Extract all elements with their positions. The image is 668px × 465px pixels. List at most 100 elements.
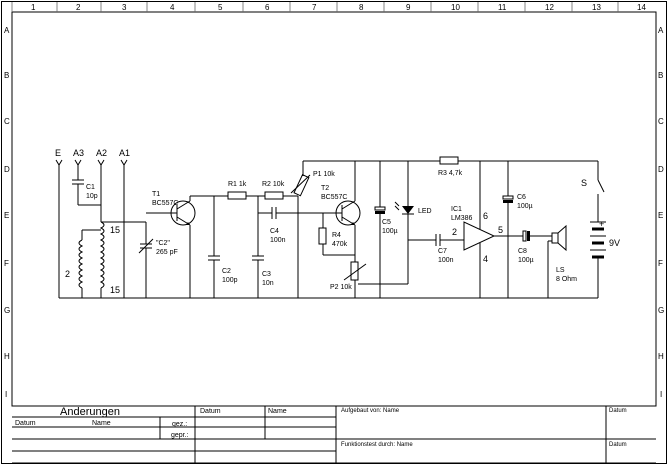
date-header: Datum [200,408,221,415]
col-7: 7 [312,3,317,12]
capacitor-c8: C8 100µ [518,230,552,264]
p1-label: P1 10k [313,171,335,178]
battery-voltage: 9V [609,238,620,248]
terminal-a1-label: A1 [119,148,130,158]
row-e-left: E [4,211,9,220]
switch-s: S [581,161,605,222]
datum-right-top: Datum [609,408,627,414]
c2-ref: C2 [222,268,231,275]
row-d-left: D [4,165,10,174]
ic1-pin-5: 5 [498,225,503,235]
capacitor-c6: C6 100µ [502,161,533,298]
c3-value: 10n [262,280,274,287]
c3-ref: C3 [262,271,271,278]
ic1-pin-4: 4 [483,254,488,264]
col-1: 1 [31,3,36,12]
c2-value: 100p [222,277,238,284]
resistor-r3: R3 4,7k [438,156,463,177]
terminal-a2-label: A2 [96,148,107,158]
col-4: 4 [170,3,175,12]
c7-ref: C7 [438,248,447,255]
c4-ref: C4 [270,228,279,235]
col-2: 2 [76,3,81,12]
c5-value: 100µ [382,228,398,235]
t1-ref: T1 [152,191,160,198]
capacitor-c5: C5 100µ [374,161,398,298]
title-block: Änderungen Datum Name gez.: gepr.: Datum… [12,405,656,464]
c5-ref: C5 [382,219,391,226]
c1-value: 10p [86,193,98,200]
p2-label: P2 10k [330,284,352,291]
c4-value: 100n [270,237,286,244]
row-b-right: B [658,71,663,80]
r1-label: R1 1k [228,181,247,188]
datum-right-bottom: Datum [609,442,627,448]
column-ruler: 1 2 3 4 5 6 7 8 9 10 11 12 13 14 [11,2,646,12]
col-12: 12 [545,3,554,12]
row-h-right: H [658,352,664,361]
r4-value: 470k [332,241,348,248]
c1-ref: C1 [86,184,95,191]
row-a-right: A [658,26,664,35]
row-a-left: A [4,26,10,35]
c6-ref: C6 [517,194,526,201]
changes-col-datum: Datum [15,420,36,427]
row-e-right: E [658,211,663,220]
speaker-icon: LS 8 Ohm [547,224,577,298]
row-c-right: C [658,117,664,126]
terminal-a3-label: A3 [73,148,84,158]
coil-tap-2: 2 [65,269,70,279]
row-g-left: G [4,306,10,315]
amplifier-ic1: IC1 LM386 6 2 5 4 [451,161,503,298]
col-9: 9 [406,3,411,12]
resistor-r2: R2 10k [262,181,285,200]
c7-value: 100n [438,257,454,264]
changes-header: Änderungen [60,406,120,418]
row-ruler-left: A B C D E F G H I [4,26,10,399]
switch-label: S [581,178,587,188]
t2-value: BC557C [321,194,347,201]
potentiometer-p2: P2 10k [330,255,408,298]
c8-value: 100µ [518,257,534,264]
row-f-left: F [4,259,9,268]
c6-value: 100µ [517,203,533,210]
transistor-t1: T1 BC557C [146,191,196,298]
row-g-right: G [658,306,664,315]
tested-by-label: Funktionstest durch: Name [341,442,413,448]
capacitor-c4: C4 100n [258,207,336,244]
capacitor-c7: C7 100n [408,234,464,264]
battery-plus: + [599,219,604,229]
r2-label: R2 10k [262,181,285,188]
ls-ref: LS [556,267,565,274]
col-6: 6 [265,3,270,12]
capacitor-c2: C2 100p [208,196,238,298]
row-ruler-right: A B C D E F G H I [658,26,664,399]
c-tune-ref: "C2" [156,240,170,247]
led-ref: LED [418,208,432,215]
col-10: 10 [451,3,460,12]
row-gez: gez.: [172,421,187,428]
antenna-terminals: E A3 A2 A1 [55,148,130,166]
ic1-pin-2: 2 [452,227,457,237]
terminal-e-label: E [55,148,61,158]
row-f-right: F [658,259,663,268]
t2-ref: T2 [321,185,329,192]
capacitor-c3: C3 10n [252,196,274,298]
ic1-ref: IC1 [451,206,462,213]
potentiometer-p1: P1 10k [290,171,335,197]
r4-ref: R4 [332,232,341,239]
led: LED [394,161,432,284]
drawing-area-border [11,11,657,407]
row-h-left: H [4,352,10,361]
antenna-coil: 15 2 15 [65,221,124,298]
col-11: 11 [498,3,507,12]
tuning-capacitor: "C2" 265 pF [138,222,178,298]
col-3: 3 [122,3,127,12]
col-14: 14 [637,3,646,12]
col-5: 5 [218,3,223,12]
row-c-left: C [4,117,10,126]
coil-tap-15-lower: 15 [110,285,120,295]
col-13: 13 [592,3,601,12]
row-i-right: I [660,390,662,399]
